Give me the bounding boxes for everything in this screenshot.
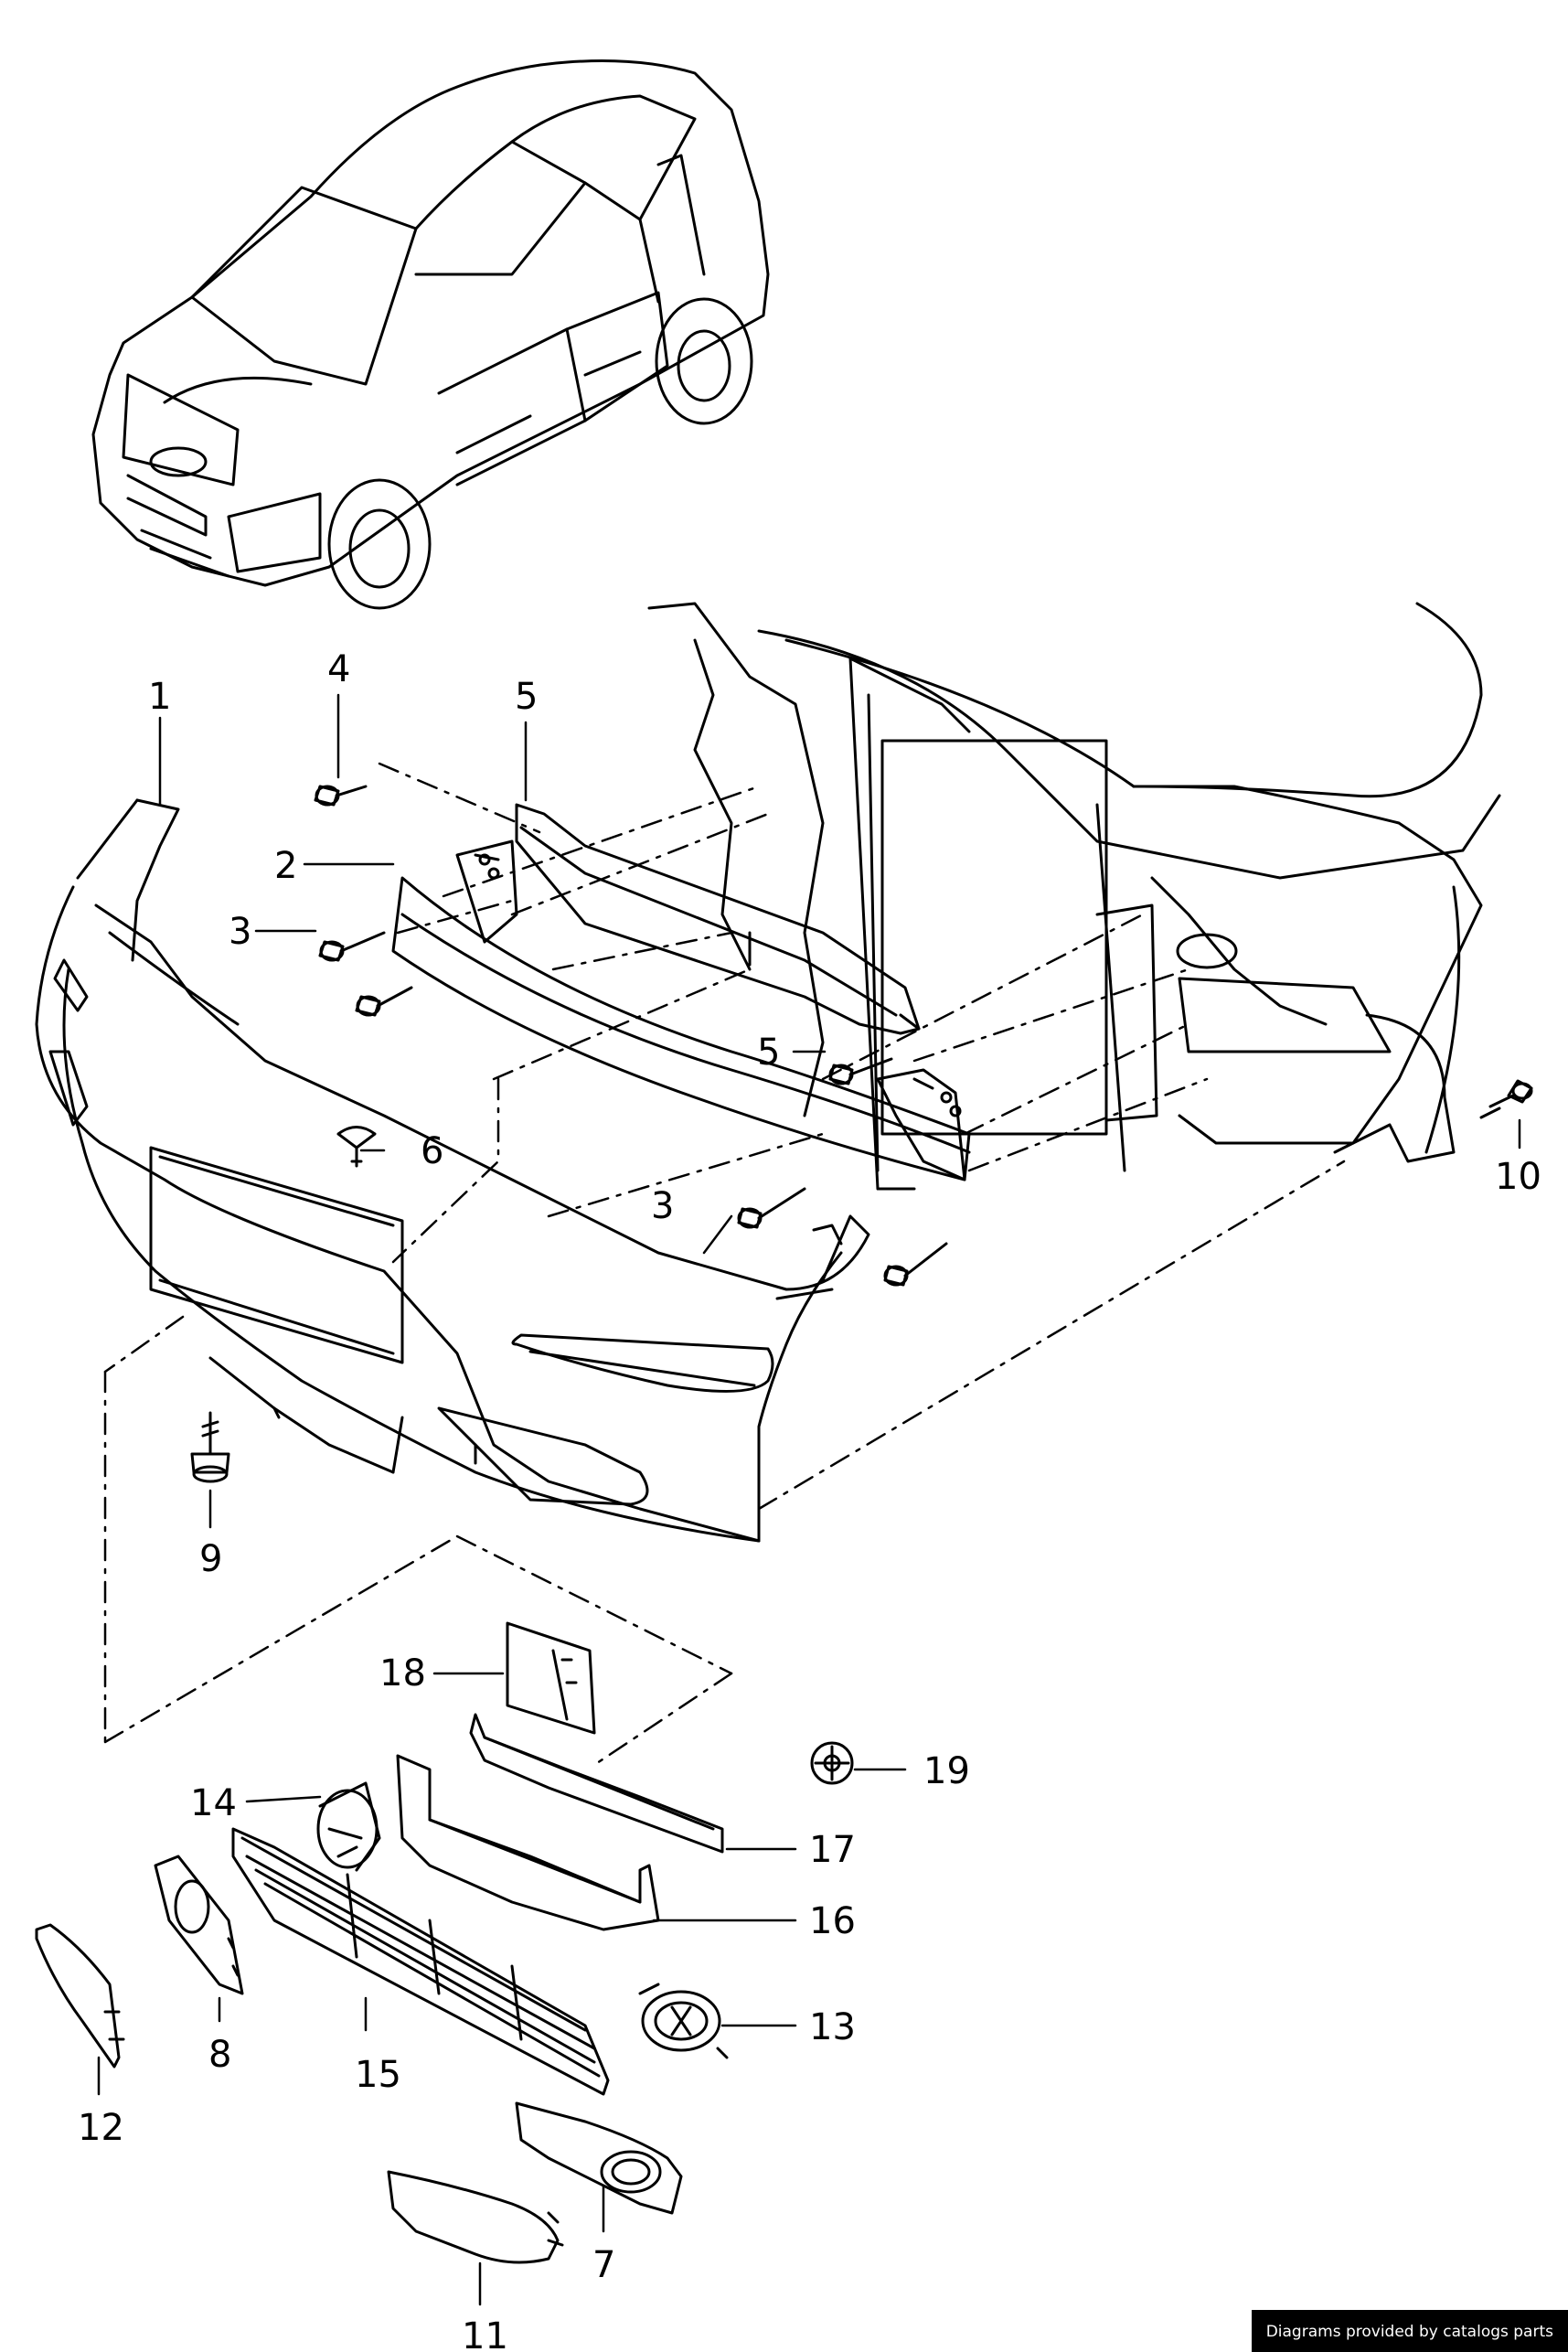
callout-10: 10	[1495, 1156, 1541, 1198]
car-overview-illustration	[93, 61, 768, 609]
license-plate-bracket-18	[507, 1623, 594, 1733]
cover-11	[389, 2172, 562, 2262]
front-end-body-structure	[649, 604, 1499, 1189]
callout-7: 7	[592, 2244, 615, 2286]
clip-6	[338, 1128, 375, 1167]
callout-1: 1	[148, 676, 171, 718]
callout-4: 5	[515, 676, 538, 718]
spoiler-16	[398, 1756, 658, 1930]
callout-18: 18	[379, 1652, 426, 1695]
callout-6: 6	[421, 1130, 443, 1172]
callout-2: 2	[274, 845, 297, 887]
bolt-3-lower	[739, 1189, 805, 1227]
assembly-lines	[105, 764, 1344, 1765]
callout-14: 14	[190, 1782, 237, 1824]
trim-strip-17	[471, 1715, 722, 1852]
callout-15: 15	[355, 2054, 401, 2096]
bolt-3-upper	[320, 933, 384, 960]
cover-12	[37, 1925, 123, 2067]
cover-8	[155, 1856, 242, 1994]
callout-11: 11	[462, 2315, 508, 2352]
callout-3b: 3	[651, 1185, 674, 1227]
callout-17: 17	[809, 1829, 856, 1871]
lower-components	[37, 1623, 852, 2262]
callout-13: 13	[809, 2006, 856, 2048]
leader-lines	[99, 695, 1520, 2304]
cap-19	[812, 1743, 852, 1783]
callout-9: 9	[199, 1538, 222, 1580]
fog-lamp-13	[640, 1984, 727, 2058]
callout-5b: 5	[757, 1032, 780, 1074]
grille-15	[233, 1829, 608, 2094]
bolt-lower-right	[885, 1244, 946, 1285]
callout-3: 3	[229, 911, 251, 953]
fog-cover-7	[517, 2103, 681, 2213]
callout-16: 16	[809, 1900, 856, 1942]
callout-5: 4	[327, 648, 350, 690]
callout-12: 12	[78, 2107, 124, 2149]
bolt-5-upper	[315, 786, 366, 805]
bolt-10	[1481, 1081, 1531, 1117]
screw-9	[192, 1413, 229, 1481]
credit-badge: Diagrams provided by catalogs parts	[1251, 2310, 1568, 2352]
bolt-upper-lower	[357, 988, 411, 1015]
bumper-cover	[37, 800, 869, 1541]
callout-19: 19	[923, 1750, 970, 1792]
housing-14	[318, 1783, 379, 1870]
callout-labels: 1 4 5 2 3 5 6 3 10 9 18 19 14 17 16 13 8…	[78, 648, 1541, 2352]
callout-8: 8	[208, 2034, 231, 2076]
bumper-carrier	[393, 805, 969, 1180]
